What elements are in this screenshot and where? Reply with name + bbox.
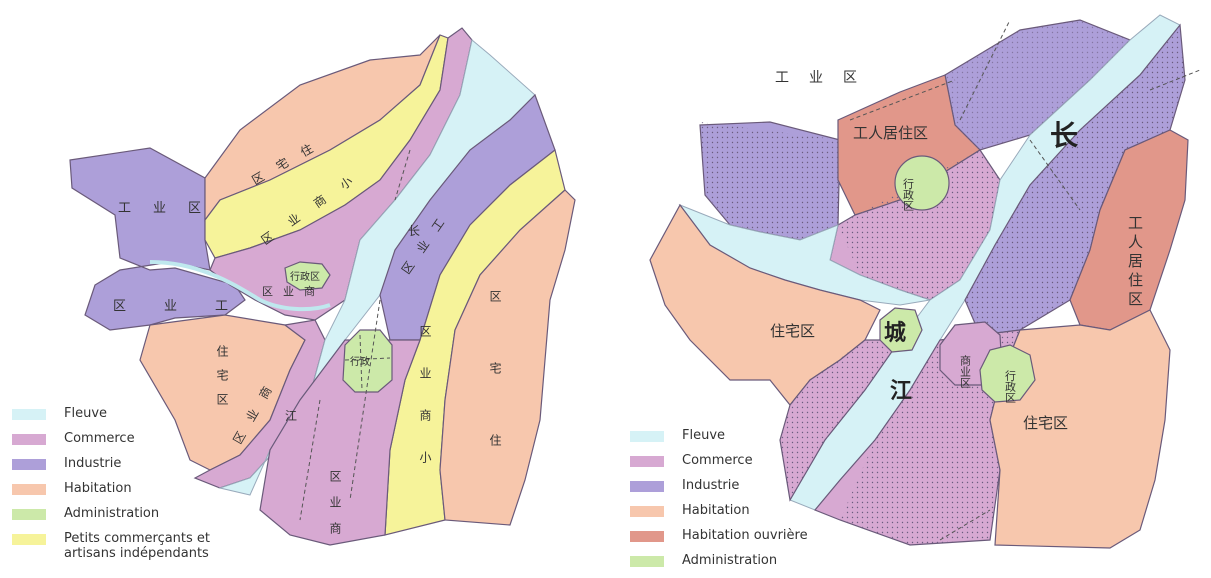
right-label-chang: 长 (1050, 119, 1078, 152)
legend-label: Administration (64, 506, 160, 521)
right-label-ouvrier-east: 工人居住区 (1126, 215, 1144, 310)
legend-item-commerce: Commerce (12, 431, 254, 456)
legend-item-industrie: Industrie (630, 478, 808, 503)
legend-swatch (12, 459, 46, 470)
legend-label: Commerce (682, 453, 753, 468)
left-label-admin-center: 行政 (350, 355, 370, 368)
right-label-jiang: 江 (890, 378, 912, 404)
left-commerce-zone-south (259, 339, 421, 546)
legend-swatch (12, 534, 46, 545)
legend-label: Habitation (64, 481, 132, 496)
left-label-commerce-small: 区业商 (262, 284, 325, 298)
right-map-legend: Fleuve Commerce Industrie Habitation Hab… (630, 428, 808, 578)
legend-item-petits-commercants: Petits commerçants et artisans indépenda… (12, 531, 254, 567)
legend-item-administration: Administration (630, 553, 808, 578)
legend-swatch (12, 484, 46, 495)
left-city-zoning-map: 工业区 区业工 区宅住 区业商小 区业商 行政区 行政 住宅区 区业商 江 区业… (69, 27, 576, 548)
legend-item-habitation: Habitation (630, 503, 808, 528)
legend-swatch (630, 506, 664, 517)
legend-label: Commerce (64, 431, 135, 446)
left-admin-zone-small (284, 261, 331, 291)
left-label-admin: 行政区 (290, 270, 320, 283)
legend-swatch (630, 481, 664, 492)
left-label-habitation-left: 住宅区 (215, 345, 229, 417)
right-city-zoning-map: 工业区 工人居住区 行政区 长 工人居住区 住宅区 城 商业区 江 行政区 住宅… (649, 14, 1201, 549)
legend-item-fleuve: Fleuve (630, 428, 808, 453)
legend-item-administration: Administration (12, 506, 254, 531)
legend-swatch (630, 556, 664, 567)
right-label-habitation-west: 住宅区 (770, 322, 815, 340)
legend-label: Fleuve (64, 406, 108, 421)
left-label-industrie-2: 区业工 (113, 299, 266, 314)
legend-label: Habitation (682, 503, 750, 518)
legend-item-habitation-ouvriere: Habitation ouvrière (630, 528, 808, 553)
right-label-admin-east: 行政区 (1004, 370, 1017, 403)
right-admin-zone-north (894, 155, 950, 211)
legend-item-industrie: Industrie (12, 456, 254, 481)
legend-label: Industrie (682, 478, 740, 493)
right-admin-zone-east (979, 344, 1036, 403)
legend-swatch (12, 434, 46, 445)
right-label-industrie: 工业区 (775, 70, 877, 86)
legend-label: Industrie (64, 456, 122, 471)
left-map-legend: Fleuve Commerce Industrie Habitation Adm… (12, 406, 254, 567)
left-label-commerce-right: 区业商 (328, 470, 342, 548)
right-label-habitation-east: 住宅区 (1023, 414, 1068, 432)
legend-swatch (630, 431, 664, 442)
legend-item-habitation: Habitation (12, 481, 254, 506)
left-label-petits-right: 区业商小 (418, 325, 432, 493)
legend-label: Petits commerçants et artisans indépenda… (64, 531, 211, 561)
legend-item-commerce: Commerce (630, 453, 808, 478)
left-habitation-zone-east (439, 189, 576, 526)
right-label-cheng: 城 (884, 320, 906, 346)
right-label-admin-north: 行政区 (902, 178, 915, 211)
legend-swatch (12, 409, 46, 420)
legend-swatch (630, 456, 664, 467)
legend-label: Habitation ouvrière (682, 528, 808, 543)
right-habitation-zone-east (989, 309, 1171, 549)
legend-label: Administration (682, 553, 778, 568)
legend-item-fleuve: Fleuve (12, 406, 254, 431)
left-label-river-char: 长 (408, 224, 420, 238)
right-cheng-marker (879, 307, 923, 353)
left-admin-zone-center (342, 329, 393, 393)
legend-swatch (630, 531, 664, 542)
right-label-commerce-center: 商业区 (959, 354, 972, 388)
right-label-ouvrier-north: 工人居住区 (853, 124, 928, 142)
left-label-river: 江 (285, 409, 297, 423)
left-label-industrie-1: 工业区 (118, 201, 223, 216)
legend-swatch (12, 509, 46, 520)
left-label-habitation-right: 区宅住 (488, 290, 502, 506)
legend-label: Fleuve (682, 428, 726, 443)
